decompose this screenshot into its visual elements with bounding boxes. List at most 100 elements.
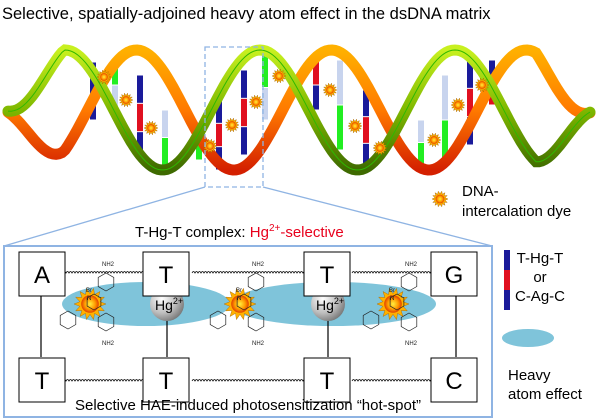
sun-burst-icon (372, 140, 388, 156)
pair-legend-line2: or (533, 269, 546, 286)
sun-burst-icon (426, 132, 442, 148)
svg-text:NH2: NH2 (102, 262, 115, 268)
base-letter: T (35, 368, 50, 395)
base-pair-segment (241, 127, 247, 155)
svg-text:NH2: NH2 (102, 341, 115, 347)
sun-burst-icon (347, 118, 363, 134)
sun-burst-icon (431, 190, 449, 208)
svg-text:Hg2+: Hg2+ (316, 296, 344, 313)
sun-burst-icon (271, 68, 287, 84)
svg-text:Br: Br (236, 288, 242, 294)
base-pair-segment (241, 98, 247, 127)
svg-text:N: N (237, 296, 241, 302)
backbone-link (62, 271, 145, 274)
zoom-line-left (3, 186, 206, 247)
base-pair-segment (467, 88, 473, 117)
base-pair-segment (162, 138, 168, 165)
hae-legend-line2: atom effect (508, 386, 583, 403)
svg-text:NH2: NH2 (405, 341, 418, 347)
svg-text:NH2: NH2 (405, 262, 418, 268)
sun-burst-icon (322, 82, 338, 98)
base-box-top: T (142, 251, 190, 297)
base-pair-segment (137, 103, 143, 132)
zoom-selection-box (204, 46, 264, 188)
base-pair-segment (418, 120, 424, 142)
base-pair-segment (216, 100, 222, 123)
base-letter: T (159, 262, 174, 289)
hae-legend: Heavy atom effect (502, 329, 583, 403)
dye-legend: DNA- intercalation dye (431, 183, 571, 220)
base-pair-segment (337, 60, 343, 105)
svg-text:Br: Br (86, 288, 92, 294)
svg-text:N: N (87, 296, 91, 302)
base-pair-segment (363, 90, 369, 117)
base-pair-segment (137, 75, 143, 103)
sun-burst-icon (474, 77, 490, 93)
base-box-top: A (18, 251, 66, 297)
base-pair-segment (363, 143, 369, 170)
base-box-bottom: T (142, 357, 190, 403)
sun-burst-icon (143, 120, 159, 136)
dye-legend-line1: DNA- (462, 183, 499, 200)
sun-burst-icon (248, 94, 264, 110)
sun-burst-icon (202, 138, 218, 154)
detail-panel (3, 245, 493, 418)
base-box-bottom: T (18, 357, 66, 403)
sun-burst-icon (224, 117, 240, 133)
base-letter: T (320, 368, 335, 395)
sun-burst-icon (96, 69, 112, 85)
base-box-bottom: T (303, 357, 351, 403)
base-pair-segment (442, 120, 448, 165)
base-letter: T (320, 262, 335, 289)
sun-burst-icon (118, 92, 134, 108)
backbone-link (62, 379, 145, 382)
base-pair-segment (467, 60, 473, 88)
caption: Selective HAE-induced photosensitization… (75, 397, 421, 414)
sun-burst-icon (450, 97, 466, 113)
zoom-line-right (262, 186, 493, 247)
dna-double-helix (2, 44, 596, 176)
figure-title: Selective, spatially-adjoined heavy atom… (2, 5, 491, 23)
base-pair-segment (418, 143, 424, 165)
base-pair-segment (313, 60, 319, 85)
svg-text:N: N (390, 296, 394, 302)
backbone-links (62, 271, 434, 382)
base-pair-segment (363, 117, 369, 143)
base-pair-segment (313, 85, 319, 110)
svg-text:NH2: NH2 (252, 341, 265, 347)
base-letter: A (34, 262, 50, 289)
base-letter: T (159, 368, 174, 395)
pair-legend: T-Hg-T or C-Ag-C (504, 250, 565, 310)
backbone-link (351, 379, 434, 382)
base-pair-segment (442, 75, 448, 120)
backbone-link (191, 271, 307, 274)
base-box-top: T (303, 251, 351, 297)
backbone-link (351, 271, 434, 274)
base-pair-segment (489, 60, 495, 82)
base-pair-segment (262, 88, 268, 120)
base-pair-segment (162, 110, 168, 137)
base-pair-segment (196, 140, 202, 160)
pair-legend-line3: C-Ag-C (515, 288, 565, 305)
base-pair-segment (216, 123, 222, 147)
backbone-link (191, 379, 307, 382)
dye-legend-line2: intercalation dye (462, 203, 571, 220)
sun-burst-icon (431, 190, 449, 208)
complex-label: T-Hg-T complex: Hg2+-selective (135, 223, 344, 241)
pair-legend-line1: T-Hg-T (517, 250, 564, 267)
base-box-bottom: C (430, 357, 478, 403)
base-pair-segment (241, 70, 247, 98)
base-pair-segment (262, 55, 268, 87)
svg-text:NH2: NH2 (252, 262, 265, 268)
base-pair-segment (337, 105, 343, 150)
base-box-top: G (430, 251, 478, 297)
svg-text:Br: Br (389, 288, 395, 294)
base-pair-segment (112, 85, 118, 110)
dna-strand-edge (7, 49, 591, 171)
intercalated-dyes (96, 68, 490, 156)
